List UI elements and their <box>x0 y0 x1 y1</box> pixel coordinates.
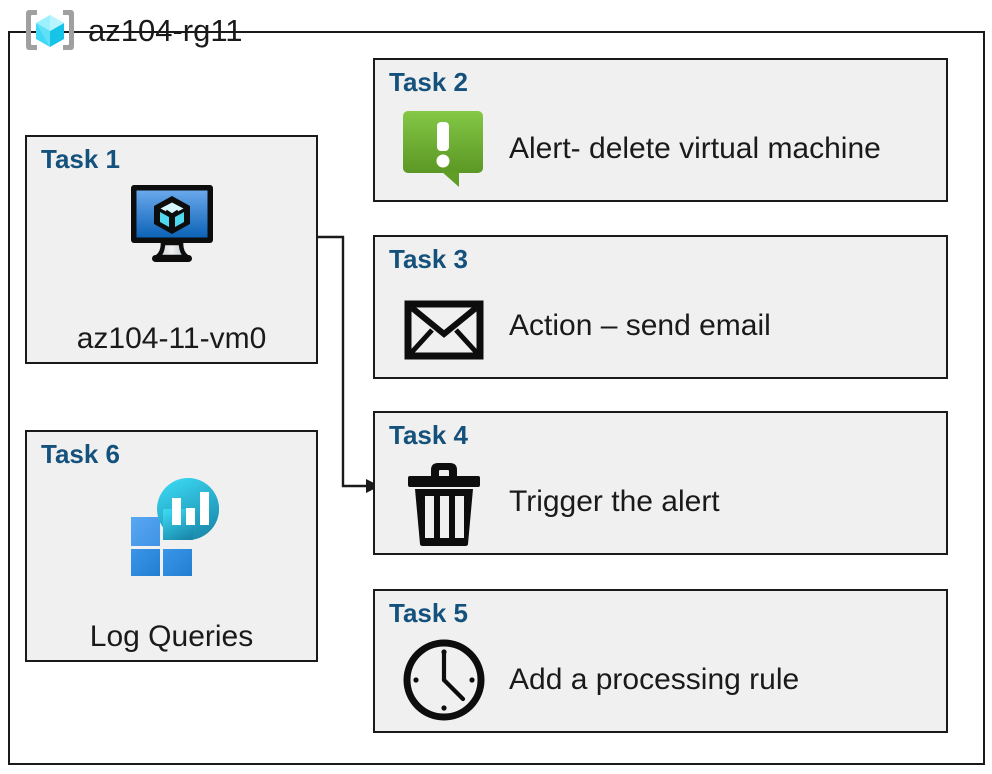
task-caption: Action – send email <box>509 309 771 342</box>
log-analytics-icon <box>111 476 233 576</box>
resource-group-cube-icon <box>24 6 76 54</box>
task-label: Task 1 <box>41 144 121 174</box>
task-label: Task 2 <box>389 67 469 97</box>
virtual-machine-monitor-icon <box>125 181 219 267</box>
task-card-task-5[interactable]: Task 5 Add a processing rule <box>373 589 948 733</box>
resource-group-frame <box>8 31 985 765</box>
trash-can-icon <box>401 456 487 548</box>
task-label: Task 3 <box>389 244 469 274</box>
task-card-task-2[interactable]: Task 2 Alert- delete virtual machin <box>373 58 948 202</box>
task-label: Task 4 <box>389 420 469 450</box>
alert-exclamation-bubble-icon <box>401 109 487 189</box>
task-card-task-4[interactable]: Task 4 Trigger the alert <box>373 411 948 555</box>
task-caption: Trigger the alert <box>509 485 720 518</box>
task-card-task-6[interactable]: Task 6 <box>25 430 318 662</box>
envelope-mail-icon <box>401 286 487 366</box>
resource-group-frame-title-gap <box>34 53 296 75</box>
resource-group-name: az104-rg11 <box>88 12 243 48</box>
task-caption: Log Queries <box>89 620 254 653</box>
task-caption: az104-11-vm0 <box>76 322 267 355</box>
resource-group-header: az104-rg11 <box>24 6 243 54</box>
task-caption: Alert- delete virtual machine <box>509 132 881 165</box>
task-caption: Add a processing rule <box>509 663 800 696</box>
task-card-task-3[interactable]: Task 3 Action – send email <box>373 235 948 379</box>
task-label: Task 5 <box>389 598 469 628</box>
clock-icon <box>401 637 487 723</box>
task-card-task-1[interactable]: Task 1 <box>25 135 318 364</box>
task-label: Task 6 <box>41 439 121 469</box>
